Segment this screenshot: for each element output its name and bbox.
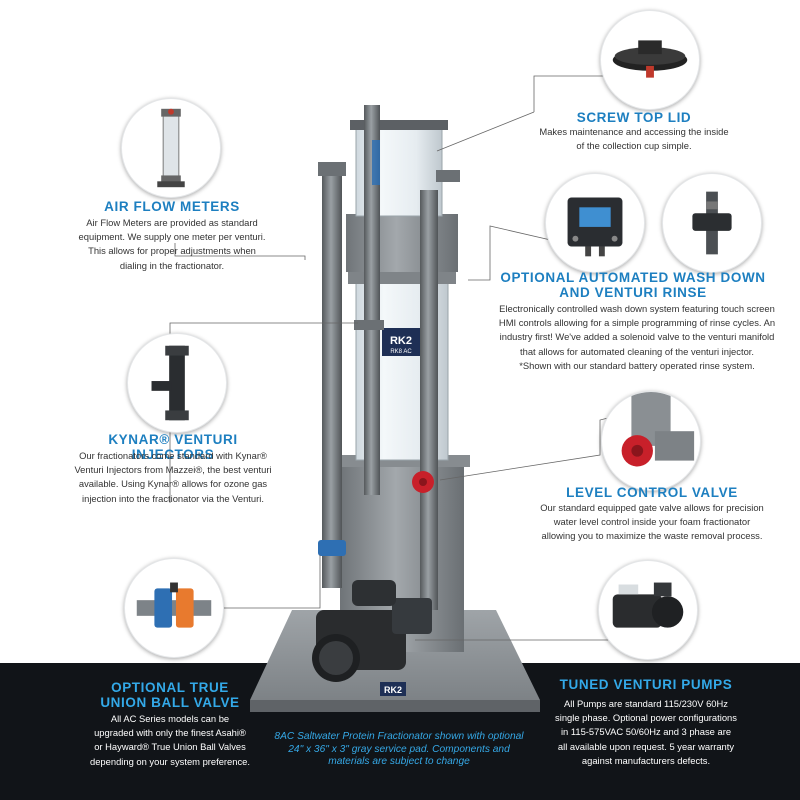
- gate-valve-image: [601, 391, 701, 491]
- air-flow-meter-image: [121, 98, 221, 198]
- wash-down-description: Electronically controlled wash down syst…: [498, 303, 776, 371]
- screw-top-lid-description: Makes maintenance and accessing the insi…: [539, 126, 729, 152]
- product-caption: 8AC Saltwater Protein Fractionator shown…: [274, 731, 524, 767]
- pump-icon: [612, 582, 684, 628]
- solenoid-valve-image: [662, 173, 762, 273]
- gate-valve-icon: [621, 392, 695, 467]
- product-model-label: RK8 AC: [390, 349, 412, 355]
- ball-valve-title: OPTIONAL TRUE UNION BALL VALVE: [100, 680, 240, 710]
- pumps-description: All Pumps are standard 115/230V 60Hz sin…: [555, 698, 737, 766]
- venturi-injector-icon: [151, 345, 189, 421]
- kynar-venturi-description: Our fractionators come standard with Kyn…: [74, 450, 272, 504]
- ball-valve-image: [124, 558, 224, 658]
- kynar-venturi-title: KYNAR® VENTURI INJECTORS: [108, 432, 238, 462]
- product-logo: RK2: [390, 335, 412, 347]
- control-box-icon: [567, 197, 623, 257]
- pumps-title: TUNED VENTURI PUMPS: [559, 677, 733, 692]
- air-flow-meters-description: Air Flow Meters are provided as standard…: [78, 217, 266, 271]
- level-control-title: LEVEL CONTROL VALVE: [566, 485, 738, 500]
- flow-meter-icon: [157, 108, 185, 188]
- level-control-description: Our standard equipped gate valve allows …: [540, 502, 764, 542]
- ball-valve-icon: [136, 582, 212, 628]
- venturi-injector-image: [127, 333, 227, 433]
- wash-down-title: OPTIONAL AUTOMATED WASH DOWN AND VENTURI…: [500, 270, 766, 300]
- pump-image: [598, 560, 698, 660]
- air-flow-meters-title: AIR FLOW METERS: [104, 199, 240, 214]
- solenoid-valve-icon: [692, 191, 732, 255]
- screw-top-lid-title: SCREW TOP LID: [576, 110, 692, 125]
- screw-lid-icon: [612, 40, 688, 78]
- control-box-image: [545, 173, 645, 273]
- screw-top-lid-image: [600, 10, 700, 110]
- pad-logo: RK2: [384, 685, 402, 695]
- ball-valve-description: All AC Series models can be upgraded wit…: [90, 713, 250, 767]
